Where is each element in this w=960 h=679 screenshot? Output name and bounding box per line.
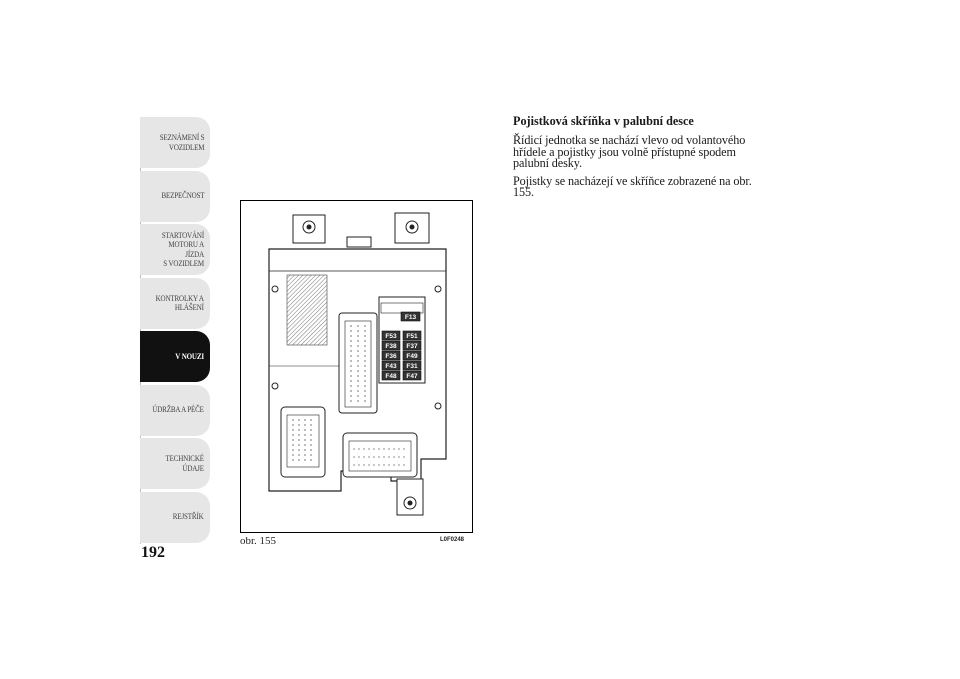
tab-label: V NOUZI <box>175 350 204 361</box>
fuse-f47 <box>402 370 422 381</box>
tab-seznameni[interactable]: SEZNÁMENÍ S VOZIDLEM <box>140 117 210 168</box>
fuse-label: F13 <box>405 314 417 321</box>
tab-label: STARTOVÁNÍ MOTORU A JÍZDA S VOZIDLEM <box>161 229 204 268</box>
fuse-f43 <box>381 360 401 371</box>
fuse-f49 <box>402 350 422 361</box>
fuse-f38 <box>381 340 401 351</box>
section-text: Pojistková skříňka v palubní desce Řídic… <box>513 114 763 205</box>
figure-code: L0F0248 <box>440 537 465 543</box>
fuse-label: F36 <box>385 353 397 360</box>
fuse-label: F43 <box>385 363 397 370</box>
tab-kontrolky[interactable]: KONTROLKY A HLÁŠENÍ <box>140 277 210 329</box>
tab-udrzba[interactable]: ÚDRŽBA A PÉČE <box>140 384 210 436</box>
chapter-tabs: SEZNÁMENÍ S VOZIDLEM BEZPEČNOST STARTOVÁ… <box>140 117 210 545</box>
fuse-label: F47 <box>406 373 418 380</box>
fuse-label: F37 <box>406 343 418 350</box>
tab-technicke-udaje[interactable]: TECHNICKÉ ÚDAJE <box>140 438 210 489</box>
tab-bezpecnost[interactable]: BEZPEČNOST <box>140 170 210 222</box>
fuse-f51 <box>402 330 422 341</box>
fuse-f31 <box>402 360 422 371</box>
tab-rejstrik[interactable]: REJSTŘÍK <box>140 491 210 543</box>
fuse-label: F38 <box>385 343 397 350</box>
fuse-f13 <box>400 311 421 322</box>
fuse-label: F48 <box>385 373 397 380</box>
tab-divider-rule <box>140 117 141 544</box>
fuse-f37 <box>402 340 422 351</box>
fuse-label: F51 <box>406 333 418 340</box>
tab-label: BEZPEČNOST <box>161 190 204 201</box>
section-heading: Pojistková skříňka v palubní desce <box>513 114 694 128</box>
tab-v-nouzi[interactable]: V NOUZI <box>140 331 210 382</box>
tab-startovani[interactable]: STARTOVÁNÍ MOTORU A JÍZDA S VOZIDLEM <box>140 224 210 275</box>
fuse-f48 <box>381 370 401 381</box>
figure-caption: obr. 155 <box>240 535 277 547</box>
fuse-label: F49 <box>406 353 418 360</box>
tab-label: ÚDRŽBA A PÉČE <box>152 404 204 415</box>
fuse-label: F31 <box>406 363 418 370</box>
fuse-f36 <box>381 350 401 361</box>
fuse-label: F53 <box>385 333 397 340</box>
fuse-f53 <box>381 330 401 341</box>
paragraph: Řídicí jednotka se nachází vlevo od vola… <box>513 133 746 171</box>
tab-label: SEZNÁMENÍ S VOZIDLEM <box>159 132 204 152</box>
page-number: 192 <box>141 544 165 561</box>
tab-label: REJSTŘÍK <box>173 511 204 522</box>
paragraph: Pojistky se nacházejí ve skříňce zobraze… <box>513 173 752 200</box>
tab-label: TECHNICKÉ ÚDAJE <box>165 453 205 473</box>
tab-label: KONTROLKY A HLÁŠENÍ <box>155 292 204 312</box>
